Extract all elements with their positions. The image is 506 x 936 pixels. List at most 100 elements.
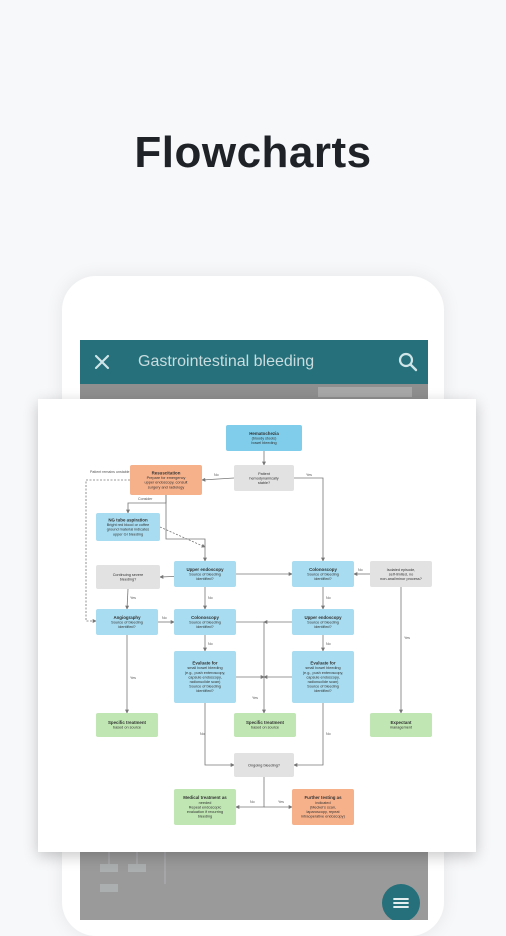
flow-node-text: Isolated episode, (387, 568, 416, 572)
flow-node-text: capsule endoscopy, (306, 675, 339, 679)
flow-node-box (174, 609, 236, 635)
flow-node-box (226, 425, 302, 451)
page-headline: Flowcharts (134, 128, 372, 177)
close-icon[interactable] (80, 354, 124, 370)
flow-node-text: non-anal/minor process? (380, 577, 422, 581)
flow-node-box (292, 609, 354, 635)
flow-node-text: Angiography (113, 615, 141, 620)
flow-node-box (174, 789, 236, 825)
flow-node-text: bowel bleeding (251, 441, 276, 445)
flow-node-text: based on source (251, 726, 279, 730)
flow-edge-label: Patient remains unstable (90, 470, 130, 474)
flow-node-text: (e.g., push enteroscopy, (303, 671, 343, 675)
flow-edge (201, 477, 235, 482)
flow-node-n17: Ongoing bleeding? (234, 753, 294, 777)
flow-node-text: ground material indicates (107, 528, 150, 532)
flow-node-text: Source of bleeding (307, 572, 339, 576)
search-icon[interactable] (388, 352, 428, 372)
flow-node-text: identified? (196, 689, 213, 693)
flow-node-box (96, 565, 160, 589)
flow-edge (85, 479, 130, 623)
flow-node-text: radionuclide scan) (308, 680, 340, 684)
app-bar-title: Gastrointestinal bleeding (138, 353, 315, 370)
flow-edge-label: Yes (130, 596, 136, 600)
flow-edge-label: No (162, 616, 167, 620)
flow-node-text: (bloody stools) (252, 436, 277, 440)
flow-node-text: NG tube aspiration (108, 517, 148, 522)
flow-node-box (130, 465, 202, 495)
flow-node-text: Colonoscopy (309, 567, 337, 572)
flow-edge-label: Yes (252, 696, 258, 700)
flow-node-n8: Isolated episode,self-limited, nonon-ana… (370, 561, 432, 587)
flow-node-text: bleeding (198, 815, 212, 819)
flow-node-text: management (390, 726, 413, 730)
flow-node-text: hemodynamically (249, 476, 278, 480)
flow-node-text: (Meckel's scan, (310, 805, 336, 809)
flow-node-text: Prepare for emergency (147, 476, 186, 480)
flow-node-text: based on source (113, 726, 141, 730)
flow-node-text: bleeding? (120, 578, 136, 582)
flow-edge-label: No (250, 800, 255, 804)
flow-node-text: Source of bleeding (189, 685, 221, 689)
flow-node-text: Source of bleeding (307, 620, 339, 624)
flow-node-text: Source of bleeding (307, 685, 339, 689)
flow-node-text: small bowel bleeding (305, 666, 340, 670)
flow-node-text: identified? (314, 577, 331, 581)
flow-node-text: Further testing as (304, 795, 342, 800)
flow-node-text: upper GI bleeding (113, 532, 143, 536)
flow-node-text: Evaluate for (192, 661, 217, 666)
flow-node-text: Expectant (391, 720, 413, 725)
flow-edge-label: Consider (138, 497, 153, 501)
flow-node-text: Source of bleeding (111, 620, 143, 624)
flow-edge (165, 495, 207, 562)
flow-node-text: Patient (258, 472, 271, 476)
flow-node-text: Source of bleeding (189, 620, 221, 624)
flow-node-text: radionuclide scan) (190, 680, 222, 684)
flow-node-box (96, 609, 158, 635)
subheader-pill (318, 387, 412, 397)
flow-node-box (234, 753, 294, 777)
flow-node-text: Colonoscopy (191, 615, 219, 620)
flow-node-text: Repeat endoscopic (189, 805, 222, 809)
flow-node-box (174, 651, 236, 703)
flow-edge (125, 588, 130, 610)
flow-edge-label: Yes (130, 676, 136, 680)
flow-node-text: needed (199, 801, 212, 805)
flow-node-text: small bowel bleeding (187, 666, 222, 670)
flow-edge-label: No (358, 568, 363, 572)
flow-node-text: Specific treatment (108, 720, 147, 725)
flow-node-text: Upper endoscopy (186, 567, 224, 572)
flow-node-text: (e.g., push enteroscopy, (185, 671, 225, 675)
flow-edge-label: Yes (306, 473, 312, 477)
menu-icon (393, 898, 409, 908)
flow-edge (159, 526, 206, 548)
subheader-strip (80, 384, 428, 400)
flow-node-text: laparoscopy, repeat (306, 810, 340, 814)
flow-node-n1: Hematochezia(bloody stools)bowel bleedin… (226, 425, 302, 451)
flow-node-text: identified? (196, 625, 213, 629)
flow-node-text: stable? (258, 481, 270, 485)
flow-node-text: Medical treatment as (183, 795, 227, 800)
flow-edge (294, 477, 325, 562)
flowchart-card: Hematochezia(bloody stools)bowel bleedin… (38, 399, 476, 852)
flow-nodes: Hematochezia(bloody stools)bowel bleedin… (96, 425, 432, 825)
flow-node-text: indicated (315, 801, 330, 805)
flow-node-box (292, 651, 354, 703)
flow-node-box (96, 513, 160, 541)
flow-node-text: Specific treatment (246, 720, 285, 725)
flow-node-text: capsule endoscopy, (188, 675, 221, 679)
flow-node-text: surgery and radiology (148, 485, 185, 489)
menu-fab[interactable] (382, 884, 420, 920)
flow-node-text: Upper endoscopy (304, 615, 342, 620)
